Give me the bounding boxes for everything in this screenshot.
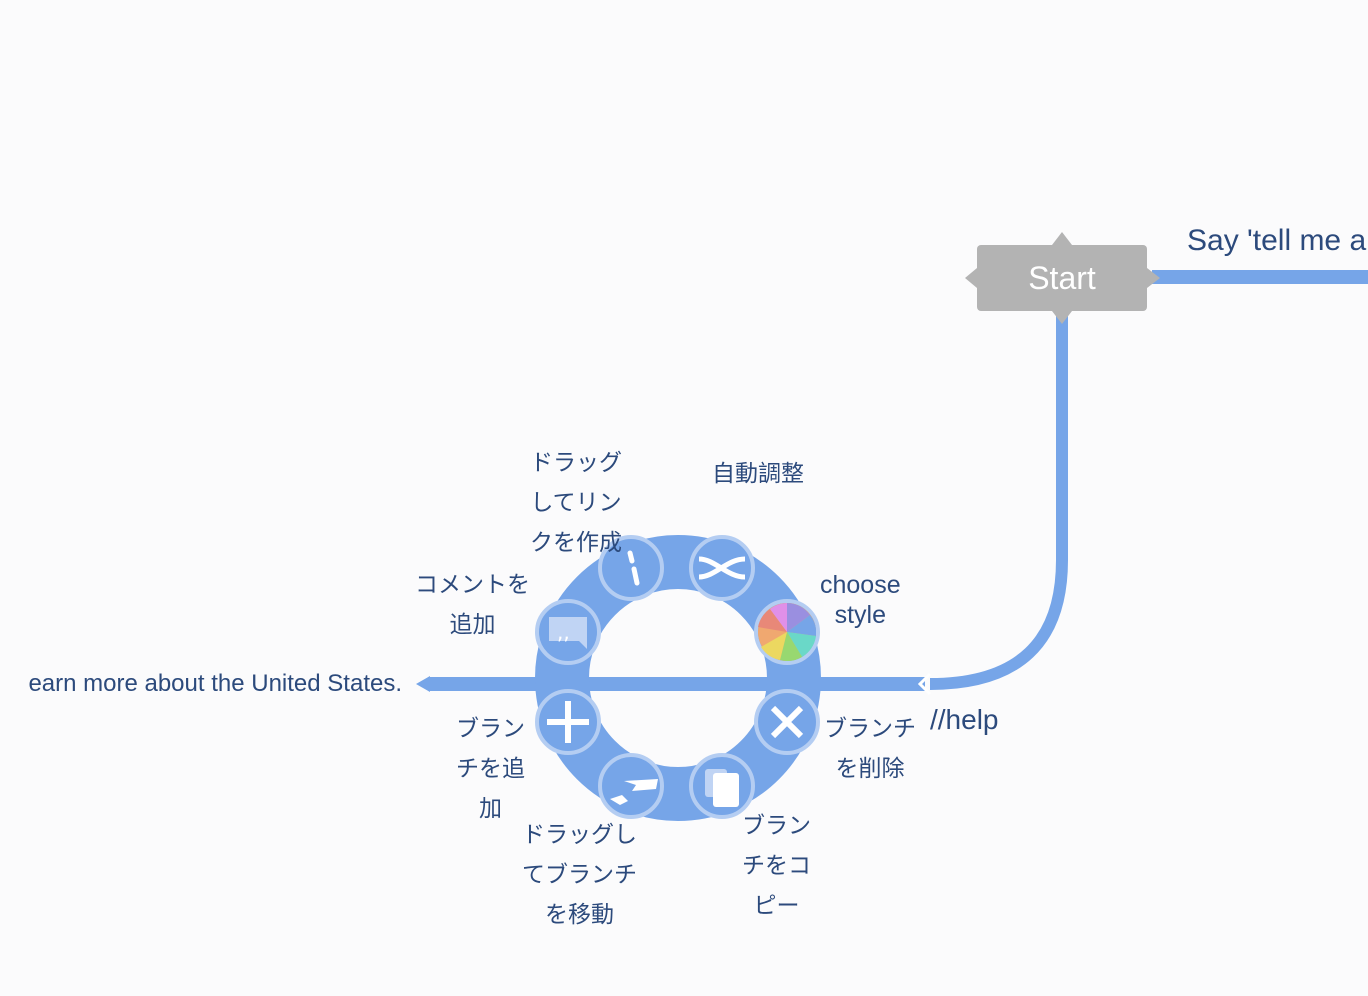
move-branch-label: ドラッグし てブランチ を移動: [522, 822, 637, 928]
start-bottom-arrow: [1052, 311, 1072, 324]
close-icon: [770, 705, 804, 739]
create-link-label: ドラッグ してリン クを作成: [530, 450, 622, 556]
edge-label-right[interactable]: Say 'tell me a: [1187, 224, 1367, 257]
add-branch-button[interactable]: [535, 689, 601, 755]
comment-icon: ,,: [549, 617, 587, 649]
choose-style-label: choose style: [820, 571, 901, 629]
move-drag-icon: [610, 779, 658, 805]
copy-icon: [705, 769, 739, 807]
create-link-button[interactable]: [598, 535, 664, 601]
plus-icon: [547, 701, 589, 743]
add-comment-button[interactable]: ,,: [535, 599, 601, 665]
start-node[interactable]: Start: [977, 245, 1147, 311]
edge-arrow-left: [416, 676, 430, 692]
copy-branch-label: ブラン チをコ ピー: [742, 813, 811, 919]
copy-branch-button[interactable]: [689, 753, 755, 819]
edge-arrow-right: [917, 672, 932, 696]
delete-branch-label: ブランチ を削除: [824, 716, 916, 782]
link-drag-icon: [627, 550, 640, 586]
move-branch-button[interactable]: [598, 753, 664, 819]
start-right-arrow: [1147, 268, 1160, 288]
auto-layout-label: 自動調整: [712, 461, 804, 487]
edge-label-help[interactable]: //help: [930, 704, 999, 735]
choose-style-button[interactable]: [754, 599, 820, 665]
edge-label-left[interactable]: earn more about the United States.: [28, 670, 402, 697]
add-comment-label: コメントを 追加: [415, 572, 530, 638]
svg-text:,,: ,,: [557, 620, 570, 644]
start-left-arrow: [965, 268, 977, 288]
color-wheel-icon: [758, 603, 816, 661]
auto-layout-button[interactable]: [689, 535, 755, 601]
delete-branch-button[interactable]: [754, 689, 820, 755]
start-top-arrow: [1052, 232, 1072, 245]
edge-start-down[interactable]: [929, 311, 1068, 690]
add-branch-label: ブラン チを追 加: [456, 716, 525, 822]
shuffle-icon: [698, 556, 746, 580]
radial-menu-ring: [535, 535, 821, 821]
